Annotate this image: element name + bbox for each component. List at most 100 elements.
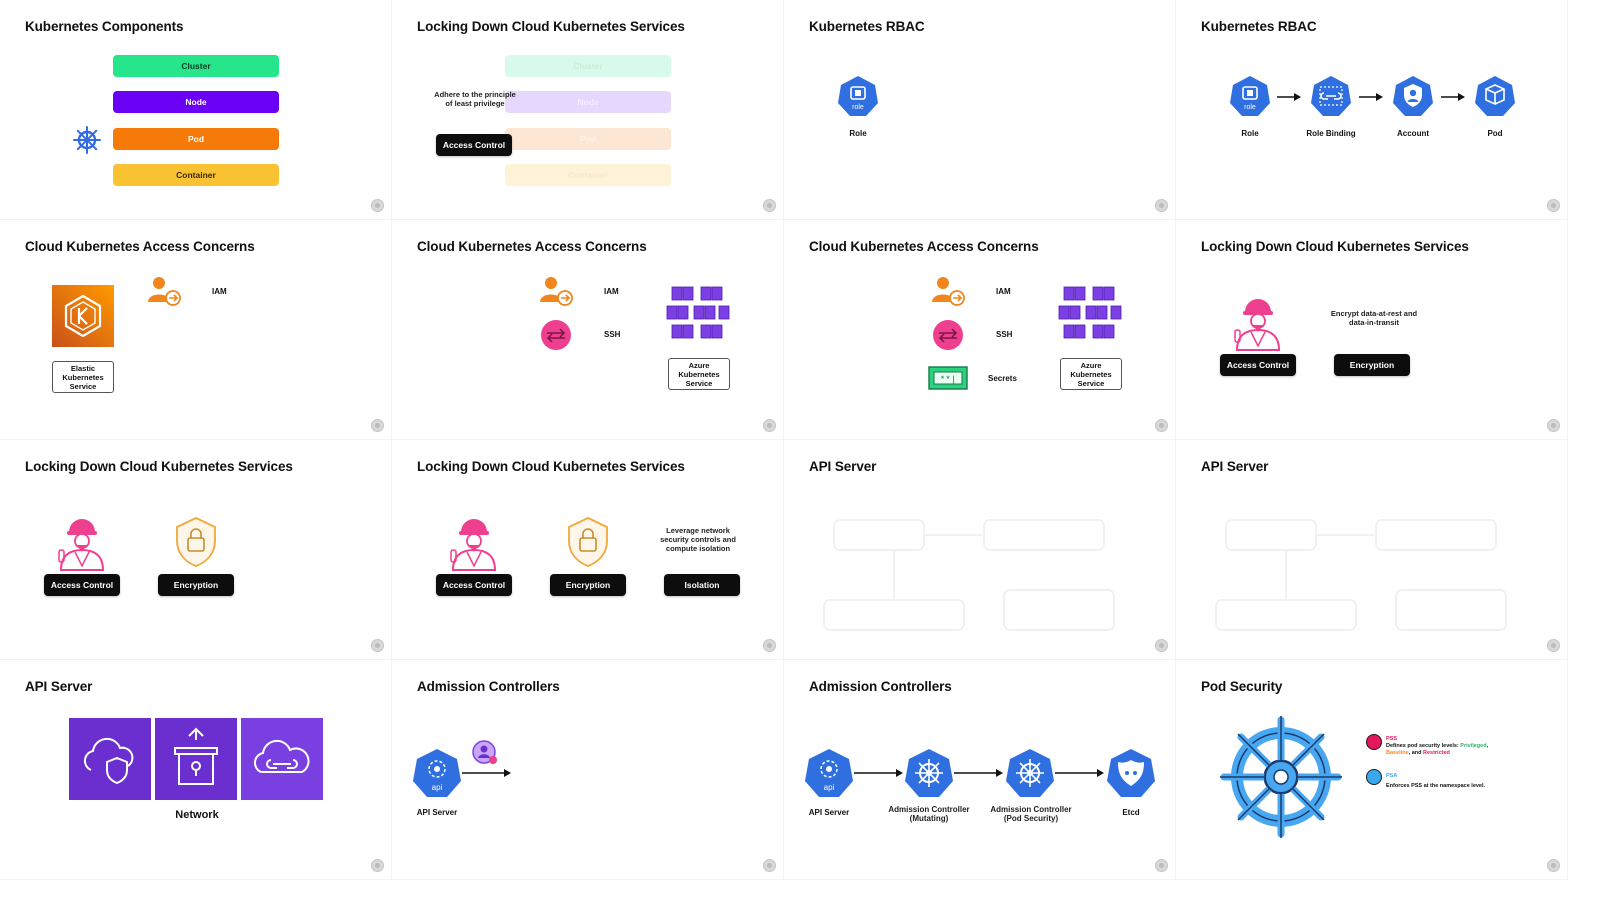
slide-title: Cloud Kubernetes Access Concerns (417, 239, 647, 254)
ssh-label: SSH (604, 330, 621, 339)
engineer-icon (58, 519, 105, 571)
slide-kubernetes-components[interactable]: Kubernetes Components Cluster Node Pod C… (0, 0, 392, 220)
slide-menu-dot[interactable] (1155, 639, 1168, 652)
slide-title: Kubernetes RBAC (809, 19, 925, 34)
ship-wheel-icon (1220, 716, 1342, 838)
layer-cluster-faded: Cluster (505, 55, 671, 77)
slide-menu-dot[interactable] (371, 199, 384, 212)
pss-and: and (1411, 750, 1422, 756)
iam-label: IAM (604, 287, 619, 296)
slide-pod-security[interactable]: Pod Security PSS Defines pod security le… (1176, 660, 1568, 880)
secrets-label: Secrets (988, 374, 1017, 383)
slide-locking-down-3[interactable]: Locking Down Cloud Kubernetes Services A… (0, 440, 392, 660)
slide-rbac-1[interactable]: Kubernetes RBAC role Role (784, 0, 1176, 220)
role-label: Role (849, 129, 867, 138)
slide-title: Cloud Kubernetes Access Concerns (25, 239, 255, 254)
access-control-pill: Access Control (436, 134, 512, 156)
svg-text:api: api (824, 783, 835, 792)
iam-user-icon (932, 277, 965, 306)
slide-title: Admission Controllers (809, 679, 952, 694)
api-server-label: API Server (416, 808, 458, 817)
ssh-icon (933, 320, 963, 350)
pss-key: PSS (1386, 736, 1398, 742)
slide-menu-dot[interactable] (1155, 419, 1168, 432)
slide-api-server-2[interactable]: API Server (1176, 440, 1568, 660)
role-binding-label: Role Binding (1306, 129, 1356, 138)
faint-background-diagram (1215, 519, 1507, 631)
mutating-controller-hex-icon (905, 749, 953, 797)
slide-menu-dot[interactable] (371, 859, 384, 872)
slide-rbac-2[interactable]: Kubernetes RBAC role Role Role Binding (1176, 0, 1568, 220)
psa-legend-dot (1366, 769, 1382, 785)
slide-api-server-1[interactable]: API Server (784, 440, 1176, 660)
slide-menu-dot[interactable] (1547, 859, 1560, 872)
slide-menu-dot[interactable] (1155, 199, 1168, 212)
slide-menu-dot[interactable] (371, 639, 384, 652)
pod-label: Pod (1487, 129, 1503, 138)
slide-admission-controllers-2[interactable]: Admission Controllers api API Server (784, 660, 1176, 880)
mutating-controller-label: Admission Controller (Mutating) (888, 805, 970, 823)
slide-title: Kubernetes Components (25, 19, 184, 34)
azure-kubernetes-icon (1058, 286, 1122, 339)
layer-pod-faded: Pod (505, 128, 671, 150)
arrow-right-icon (1359, 93, 1383, 101)
slide-locking-down-2[interactable]: Locking Down Cloud Kubernetes Services A… (1176, 220, 1568, 440)
access-control-pill: Access Control (1220, 354, 1296, 376)
role-hex-icon: role (1230, 76, 1270, 116)
slide-title: Kubernetes RBAC (1201, 19, 1317, 34)
slide-menu-dot[interactable] (1547, 639, 1560, 652)
slide-menu-dot[interactable] (763, 419, 776, 432)
api-server-label: API Server (808, 808, 850, 817)
slide-locking-down-1[interactable]: Locking Down Cloud Kubernetes Services C… (392, 0, 784, 220)
slide-admission-controllers-1[interactable]: Admission Controllers api API Server (392, 660, 784, 880)
access-control-pill: Access Control (44, 574, 120, 596)
account-hex-icon (1393, 76, 1433, 116)
slide-title: Locking Down Cloud Kubernetes Services (417, 459, 685, 474)
aks-service-box: Azure Kubernetes Service (668, 358, 730, 390)
slide-menu-dot[interactable] (763, 199, 776, 212)
slide-api-server-3[interactable]: API Server Network (0, 660, 392, 880)
slide-menu-dot[interactable] (763, 859, 776, 872)
slide-access-concerns-1[interactable]: Cloud Kubernetes Access Concerns Elastic… (0, 220, 392, 440)
slide-menu-dot[interactable] (1547, 199, 1560, 212)
pod-hex-icon (1475, 76, 1515, 116)
slide-menu-dot[interactable] (1547, 419, 1560, 432)
ssh-label: SSH (996, 330, 1013, 339)
arrow-right-icon (462, 769, 511, 777)
slide-access-concerns-3[interactable]: Cloud Kubernetes Access Concerns IAM SSH… (784, 220, 1176, 440)
pss-legend-dot (1366, 734, 1382, 750)
ssh-icon (541, 320, 571, 350)
level-restricted: Restricted (1423, 750, 1450, 756)
layer-node-faded: Node (505, 91, 671, 113)
encrypt-note: Encrypt data-at-rest and data-in-transit (1330, 309, 1418, 327)
shield-lock-icon (568, 517, 608, 567)
slide-access-concerns-2[interactable]: Cloud Kubernetes Access Concerns IAM SSH (392, 220, 784, 440)
role-hex-icon: role (838, 76, 878, 116)
slide-locking-down-4[interactable]: Locking Down Cloud Kubernetes Services A… (392, 440, 784, 660)
cloud-link-icon (241, 718, 323, 800)
iam-label: IAM (996, 287, 1011, 296)
encryption-pill: Encryption (1334, 354, 1410, 376)
iam-label: IAM (212, 287, 227, 296)
eks-logo-icon (52, 285, 114, 347)
slide-menu-dot[interactable] (763, 639, 776, 652)
slide-title: Pod Security (1201, 679, 1283, 694)
layer-node: Node (113, 91, 279, 113)
slide-title: Admission Controllers (417, 679, 560, 694)
pod-security-controller-hex-icon (1006, 749, 1054, 797)
role-binding-hex-icon (1311, 76, 1351, 116)
slide-title: Locking Down Cloud Kubernetes Services (1201, 239, 1469, 254)
slide-menu-dot[interactable] (1155, 859, 1168, 872)
role-label: Role (1241, 129, 1259, 138)
slide-menu-dot[interactable] (371, 419, 384, 432)
layer-container: Container (113, 164, 279, 186)
slide-title: Cloud Kubernetes Access Concerns (809, 239, 1039, 254)
gateway-lock-icon (155, 718, 237, 800)
pss-text: Defines pod security levels: (1386, 743, 1459, 749)
isolation-note: Leverage network security controls and c… (660, 526, 736, 553)
pod-security-controller-label: Admission Controller (Pod Security) (990, 805, 1072, 823)
encryption-pill: Encryption (158, 574, 234, 596)
iam-user-icon (148, 277, 181, 306)
faint-background-diagram (823, 519, 1115, 631)
layer-container-faded: Container (505, 164, 671, 186)
